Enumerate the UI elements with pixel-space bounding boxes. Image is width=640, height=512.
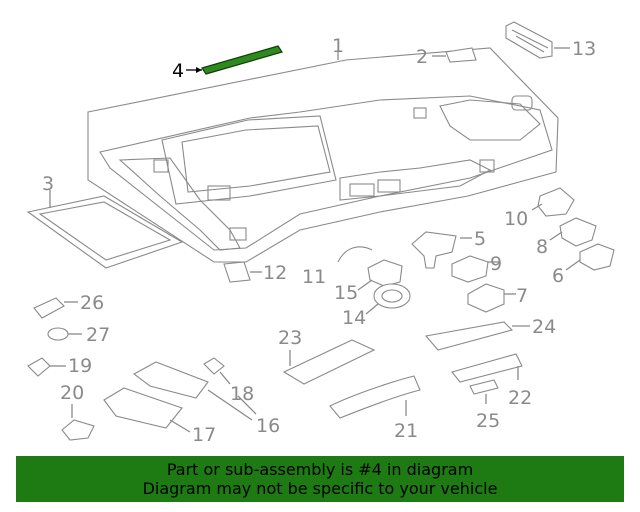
parts-diagram: 1 2 13 4 3 12 11 15 14 5 9 7 — [26, 21, 615, 446]
info-banner: Part or sub-assembly is #4 in diagram Di… — [16, 456, 624, 502]
part-5 — [411, 231, 457, 269]
callout-3: 3 — [42, 173, 54, 195]
callout-10: 10 — [504, 208, 528, 230]
part-21 — [329, 375, 421, 419]
part-12 — [223, 261, 251, 283]
part-16 — [132, 361, 209, 399]
callout-27: 27 — [86, 324, 110, 346]
leader-15 — [357, 279, 373, 291]
callout-9: 9 — [490, 253, 502, 275]
callout-22: 22 — [508, 387, 532, 409]
callout-15: 15 — [334, 282, 358, 304]
headliner-part-1 — [87, 47, 559, 263]
part-20 — [61, 419, 95, 441]
callout-2: 2 — [416, 46, 428, 68]
leader-17 — [169, 419, 191, 433]
callout-24: 24 — [532, 316, 556, 338]
callout-23: 23 — [278, 327, 302, 349]
part-13 — [505, 21, 553, 59]
part-4-highlighted[interactable] — [201, 45, 283, 75]
part-19 — [27, 357, 51, 377]
leader-18 — [219, 371, 231, 385]
leader-10 — [531, 203, 543, 211]
callout-14: 14 — [342, 307, 366, 329]
part-17 — [103, 387, 183, 429]
callout-16: 16 — [256, 415, 280, 437]
callout-26: 26 — [80, 292, 104, 314]
callout-4: 4 — [172, 60, 184, 82]
leader-6 — [565, 259, 581, 271]
part-9 — [451, 255, 489, 283]
part-6 — [579, 243, 615, 271]
callout-20: 20 — [60, 382, 84, 404]
callout-12: 12 — [263, 262, 287, 284]
part-2 — [445, 47, 477, 63]
part-27 — [47, 327, 69, 341]
part-14 — [373, 283, 411, 309]
callout-5: 5 — [474, 228, 486, 250]
part-15 — [367, 259, 403, 287]
callout-18: 18 — [230, 383, 254, 405]
part-7 — [467, 283, 505, 313]
callout-6: 6 — [552, 265, 564, 287]
part-8 — [559, 217, 597, 247]
banner-line-1: Part or sub-assembly is #4 in diagram — [166, 460, 474, 479]
callout-11: 11 — [302, 266, 326, 288]
part-24 — [424, 321, 514, 351]
banner-line-2: Diagram may not be specific to your vehi… — [142, 479, 498, 498]
part-26 — [33, 297, 65, 319]
callout-7: 7 — [516, 285, 528, 307]
callout-25: 25 — [476, 410, 500, 432]
part-18 — [203, 357, 225, 375]
arrow-4-icon — [196, 67, 202, 73]
leader-8 — [549, 231, 563, 241]
callout-8: 8 — [536, 236, 548, 258]
part-3 — [26, 195, 184, 269]
callout-1: 1 — [332, 35, 344, 57]
leader-16 — [207, 389, 257, 421]
callout-17: 17 — [192, 424, 216, 446]
leader-14 — [365, 303, 379, 315]
part-10 — [537, 187, 575, 217]
part-22 — [451, 353, 523, 383]
part-23 — [282, 339, 376, 385]
part-11 — [337, 246, 373, 263]
callout-19: 19 — [68, 355, 92, 377]
callout-13: 13 — [572, 38, 596, 60]
callout-21: 21 — [394, 420, 418, 442]
part-25 — [469, 379, 499, 395]
